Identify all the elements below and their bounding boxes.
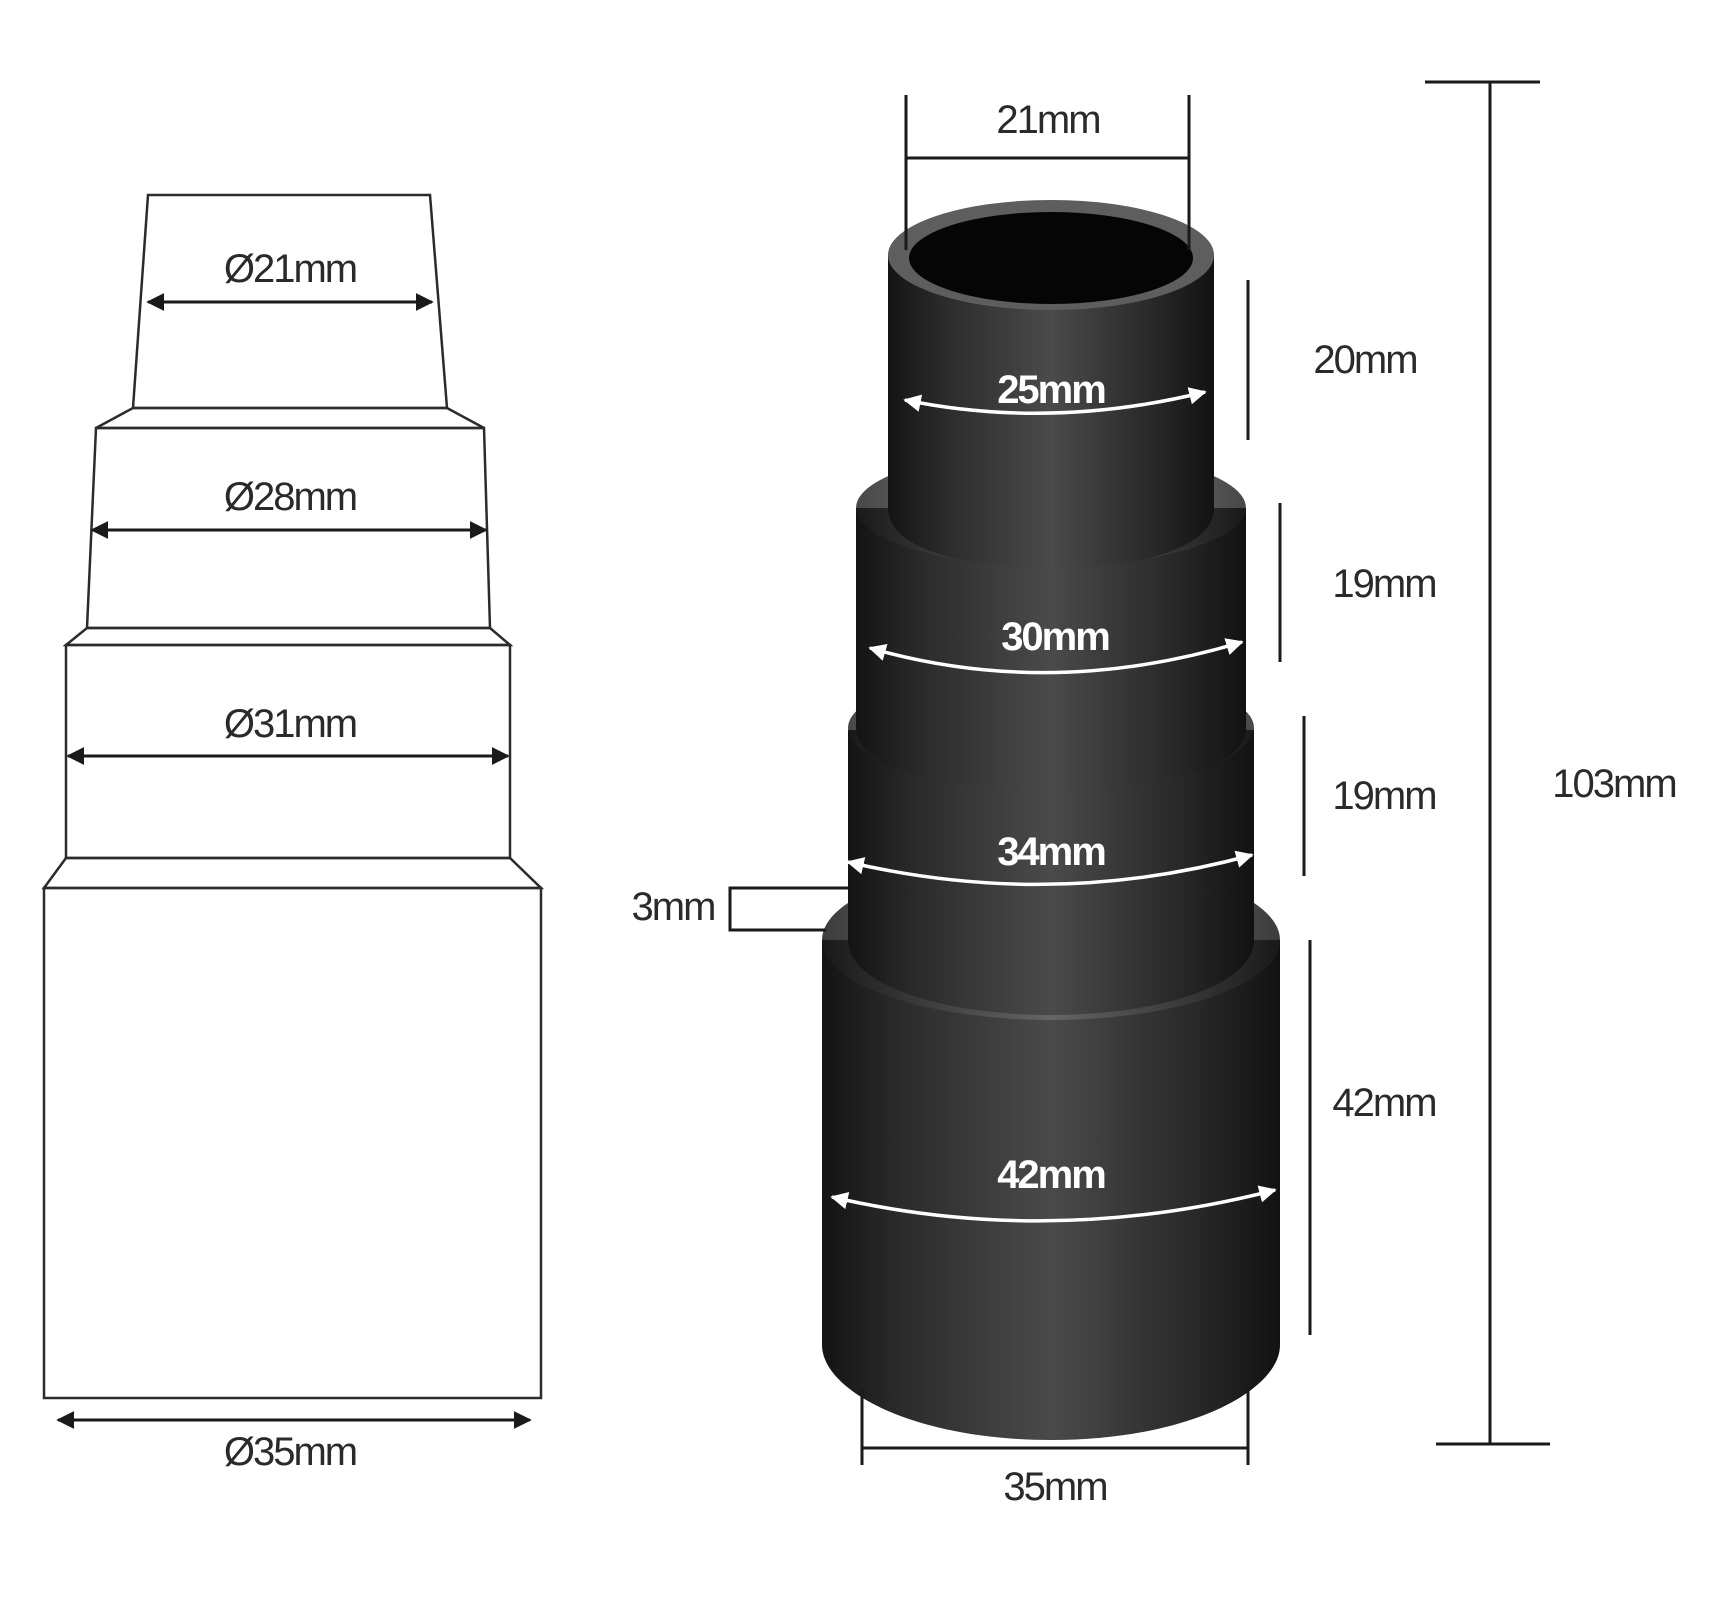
s2-arc: [868, 638, 1244, 675]
d3-label: Ø31mm: [224, 702, 356, 746]
right-adapter-rendering: 25mm 30mm 34mm 42mm 21mm 20mm 19mm 19mm …: [632, 80, 1678, 1509]
s1-label: 25mm: [997, 368, 1105, 412]
d1-label: Ø21mm: [224, 247, 356, 291]
tube-opening: [909, 212, 1193, 304]
left-outline-drawing: Ø21mm Ø28mm Ø31mm Ø35mm: [41, 193, 545, 1474]
s4-arc: [830, 1185, 1277, 1223]
shoulder-2-outline: [62, 626, 514, 647]
step-label: 3mm: [632, 885, 715, 929]
h4-label: 42mm: [1332, 1081, 1435, 1125]
step-bracket: [728, 886, 848, 932]
s2-label: 30mm: [1001, 615, 1109, 659]
h1-label: 20mm: [1313, 338, 1416, 382]
d2-label: Ø28mm: [224, 475, 356, 519]
s4-label: 42mm: [997, 1153, 1105, 1197]
s3-arc: [846, 850, 1254, 887]
h3-label: 19mm: [1332, 774, 1435, 818]
shoulder-3-outline: [41, 856, 545, 890]
s3-label: 34mm: [997, 830, 1105, 874]
section-4-outline: [42, 886, 543, 1400]
total-height-label: 103mm: [1552, 762, 1675, 806]
h2-label: 19mm: [1332, 562, 1435, 606]
bottom-label: 35mm: [1003, 1465, 1106, 1509]
d4-label: Ø35mm: [224, 1430, 356, 1474]
top-inner-label: 21mm: [996, 98, 1099, 142]
section-2-outline: [85, 426, 492, 630]
section-3-outline: [64, 643, 512, 860]
shoulder-1-outline: [95, 406, 485, 430]
s1-arc: [903, 387, 1207, 415]
